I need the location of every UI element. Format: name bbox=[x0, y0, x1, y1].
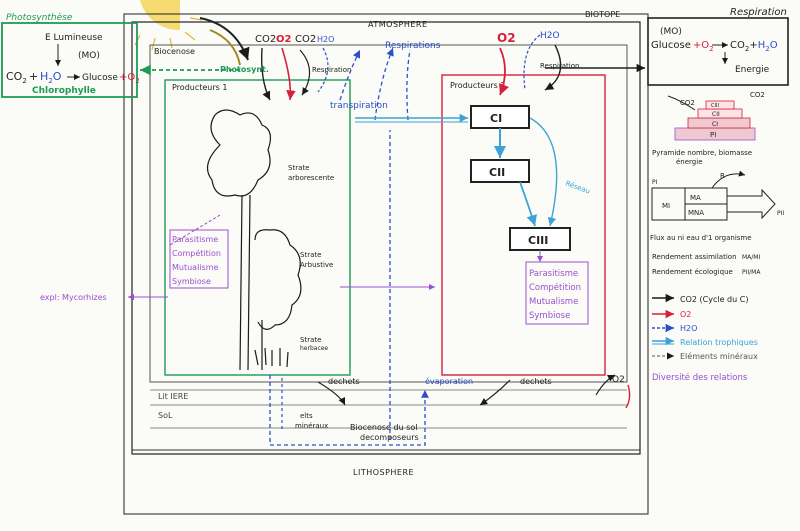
expl-label: expl: Mycorhizes bbox=[40, 293, 107, 302]
chlorophylle-label: Chlorophylle bbox=[32, 86, 96, 96]
evaporation-label: évaporation bbox=[425, 376, 473, 386]
svg-text:+O2: +O2 bbox=[119, 72, 140, 85]
transpiration-label: transpiration bbox=[330, 101, 388, 111]
respiration-title: Respiration bbox=[730, 7, 787, 18]
svg-text:CO2+H2O: CO2+H2O bbox=[730, 40, 778, 53]
respiration-label-right: Respiration bbox=[540, 62, 579, 70]
rend-eco: Rendement écologique bbox=[652, 268, 733, 276]
svg-text:Glucose+O2: Glucose+O2 bbox=[651, 40, 714, 53]
rel-left-3: Symbiose bbox=[172, 277, 211, 286]
light-energy: E Lumineuse bbox=[45, 33, 103, 43]
strate-herb-2: herbacee bbox=[300, 345, 328, 352]
c3-label: CIII bbox=[528, 234, 548, 247]
pyramid-co2-right: CO2 bbox=[750, 91, 765, 99]
sun-icon bbox=[134, 0, 203, 51]
strate-arbu-2: Arbustive bbox=[300, 261, 333, 269]
relations-right-box bbox=[525, 261, 589, 325]
lithosphere-label: LITHOSPHERE bbox=[353, 468, 414, 477]
energie-label: Energie bbox=[735, 65, 770, 75]
c2-box bbox=[470, 159, 530, 183]
dechets-right: dechets bbox=[520, 377, 552, 386]
flow-mna: MNA bbox=[688, 209, 704, 217]
rel-left-0: Parasitisme bbox=[172, 235, 218, 244]
flow-pii: PII bbox=[777, 210, 784, 217]
pyramid-co2-left: CO2 bbox=[680, 99, 695, 107]
litiere-label: Lit IERE bbox=[158, 392, 188, 401]
legend-1: O2 bbox=[680, 310, 691, 319]
biocenose-frame bbox=[149, 44, 628, 383]
flow-mi: MI bbox=[662, 202, 670, 210]
rel-right-0: Parasitisme bbox=[529, 269, 578, 279]
relations-left-box bbox=[169, 229, 229, 289]
pyramid-level-2: CII bbox=[712, 111, 720, 118]
rend-eco-ratio: PII/MA bbox=[742, 269, 761, 276]
biocenose-sol-2: decomposeurs bbox=[360, 433, 419, 442]
outer-frame bbox=[123, 13, 649, 515]
producteurs1-box bbox=[164, 79, 351, 376]
svg-text:Glucose: Glucose bbox=[82, 73, 118, 83]
legend-3: Relation trophiques bbox=[680, 338, 758, 347]
respiration-mo: (MO) bbox=[660, 27, 682, 37]
atmosphere-label: ATMOSPHERE bbox=[368, 20, 428, 29]
legend-0: CO2 (Cycle du C) bbox=[680, 295, 748, 304]
pyramid-level-3: CIII bbox=[711, 103, 719, 109]
rel-right-2: Mutualisme bbox=[529, 297, 578, 307]
tree-drawing bbox=[206, 109, 302, 371]
h2o-label-b: H2O bbox=[540, 31, 560, 41]
respirations-label: Respirations bbox=[385, 41, 441, 51]
legend-4: Eléments minéraux bbox=[680, 351, 758, 361]
legend bbox=[652, 293, 674, 360]
pyramid-label-1: Pyramide nombre, biomasse bbox=[652, 149, 752, 157]
photosynthese-box bbox=[1, 22, 138, 98]
biocenose-sol-1: Biocenose du sol bbox=[350, 423, 418, 432]
rel-left-2: Mutualisme bbox=[172, 263, 218, 272]
legend-2: H2O bbox=[680, 324, 697, 333]
respiration-box bbox=[647, 17, 789, 86]
c2-label: CII bbox=[489, 166, 505, 179]
c1-label: CI bbox=[490, 112, 502, 125]
photosynthese-mo: (MO) bbox=[78, 51, 100, 61]
flow-pi: PI bbox=[652, 179, 658, 186]
sol-label: SoL bbox=[158, 411, 173, 420]
flow-r: R bbox=[720, 172, 725, 180]
co2-label-a: CO2 bbox=[255, 34, 276, 45]
photosynthese-title: Photosynthèse bbox=[6, 12, 73, 23]
rel-left-1: Compétition bbox=[172, 248, 221, 258]
reseau-label: Réseau bbox=[564, 179, 591, 195]
pyramid-label-2: énergie bbox=[676, 158, 703, 166]
o2-label-a: O2 bbox=[276, 34, 292, 45]
flow-caption: Flux au ni eau d'1 organisme bbox=[650, 234, 752, 242]
co2-label-b: CO2 bbox=[295, 34, 316, 45]
svg-text:CO2+H2O: CO2+H2O bbox=[6, 70, 62, 85]
rend-assim-ratio: MA/MI bbox=[742, 254, 760, 261]
producteurs2-box bbox=[441, 74, 606, 376]
biotope-label: BIOTOPE bbox=[585, 10, 620, 19]
dechets-left: dechets bbox=[328, 377, 360, 386]
strate-arbo-1: Strate bbox=[288, 164, 309, 172]
biocenose-label: Biocenose bbox=[154, 47, 195, 56]
producteurs2-label: Producteurs 2 bbox=[450, 81, 505, 90]
strate-arbo-2: arborescente bbox=[288, 174, 334, 182]
h2o-label-a: H2O bbox=[317, 35, 334, 44]
biotope-frame bbox=[131, 21, 641, 455]
pyramid bbox=[674, 100, 756, 141]
respiration-label-left: Respiration bbox=[312, 66, 351, 74]
pyramid-level-1: CI bbox=[712, 121, 718, 128]
energy-flow bbox=[651, 170, 776, 221]
legend-footer: Diversité des relations bbox=[652, 372, 748, 383]
pyramid-level-0: PI bbox=[710, 131, 716, 139]
elts-2: minéraux bbox=[295, 422, 328, 430]
rel-right-1: Compétition bbox=[529, 282, 581, 293]
o2-label-b: O2 bbox=[497, 31, 516, 45]
producteurs1-label: Producteurs 1 bbox=[172, 83, 227, 92]
rel-right-3: Symbiose bbox=[529, 311, 570, 321]
flow-ma: MA bbox=[690, 194, 701, 202]
strate-herb-1: Strate bbox=[300, 336, 321, 344]
o2-bottom: O2 bbox=[612, 375, 625, 385]
rend-assim: Rendement assimilation bbox=[652, 253, 737, 261]
photosynt-label: Photosynt. bbox=[220, 65, 269, 74]
strate-arbu-1: Strate bbox=[300, 251, 321, 259]
elts-1: elts bbox=[300, 412, 313, 420]
